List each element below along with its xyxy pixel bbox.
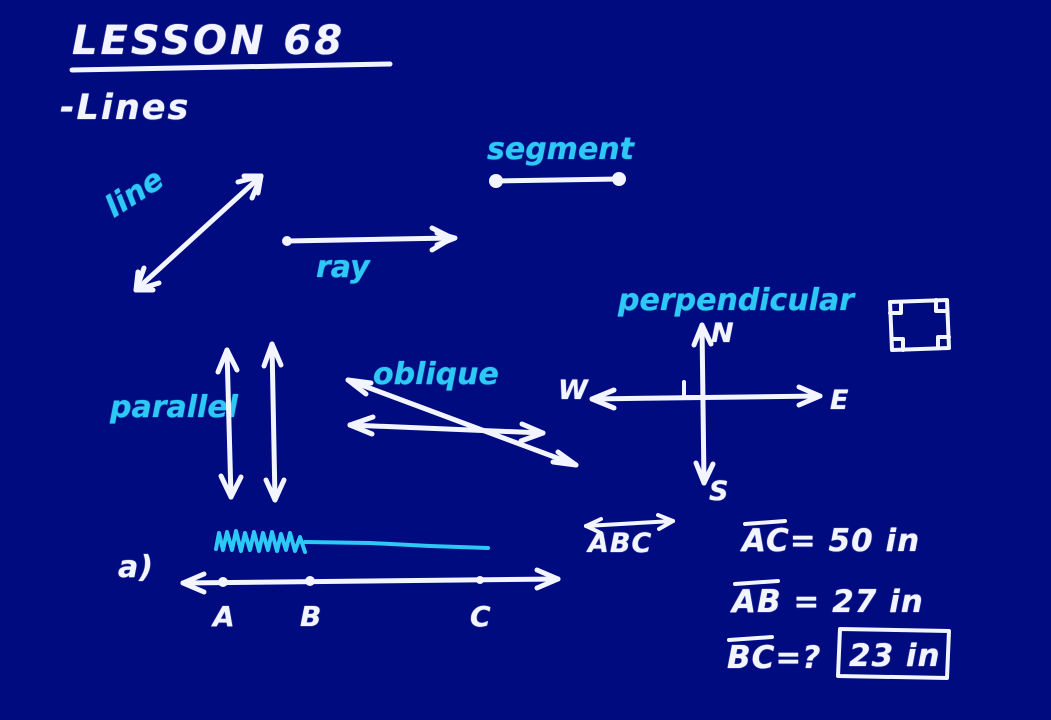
problem-item-label: a) — [118, 550, 154, 585]
answer-box — [836, 627, 951, 680]
diagram-segment — [489, 172, 626, 188]
compass-label-south: S — [709, 476, 730, 507]
label-perpendicular: perpendicular — [618, 283, 855, 318]
right-angle-square-symbol — [888, 298, 951, 352]
page-title: LESSON 68 — [72, 18, 346, 64]
equation-ac: AC= 50 in — [742, 523, 921, 559]
notation-line-arrow — [584, 513, 675, 535]
diagram-oblique — [345, 377, 579, 468]
label-ray: ray — [316, 250, 370, 285]
equation-bc: BC=? — [727, 640, 822, 676]
diagram-ray — [282, 225, 458, 253]
point-label-a: A — [213, 600, 236, 633]
boxed-answer: 23 in — [849, 638, 941, 674]
compass-label-north: N — [711, 318, 735, 349]
equation-ab: AB = 27 in — [732, 584, 924, 620]
point-label-b: B — [300, 600, 323, 633]
label-segment: segment — [487, 132, 634, 167]
diagram-number-line — [180, 567, 561, 595]
compass-label-west: W — [558, 375, 589, 406]
diagram-parallel — [215, 341, 287, 503]
compass-label-east: E — [830, 385, 850, 416]
diagram-perpendicular-compass — [589, 322, 823, 486]
segment-overbars — [727, 519, 787, 642]
label-parallel: parallel — [110, 390, 238, 425]
cyan-annotation — [214, 529, 490, 554]
page-subtitle: -Lines — [60, 88, 191, 128]
title-underline — [69, 61, 393, 73]
label-oblique: oblique — [373, 357, 499, 392]
diagram-line — [133, 173, 264, 293]
point-label-c: C — [470, 600, 492, 633]
